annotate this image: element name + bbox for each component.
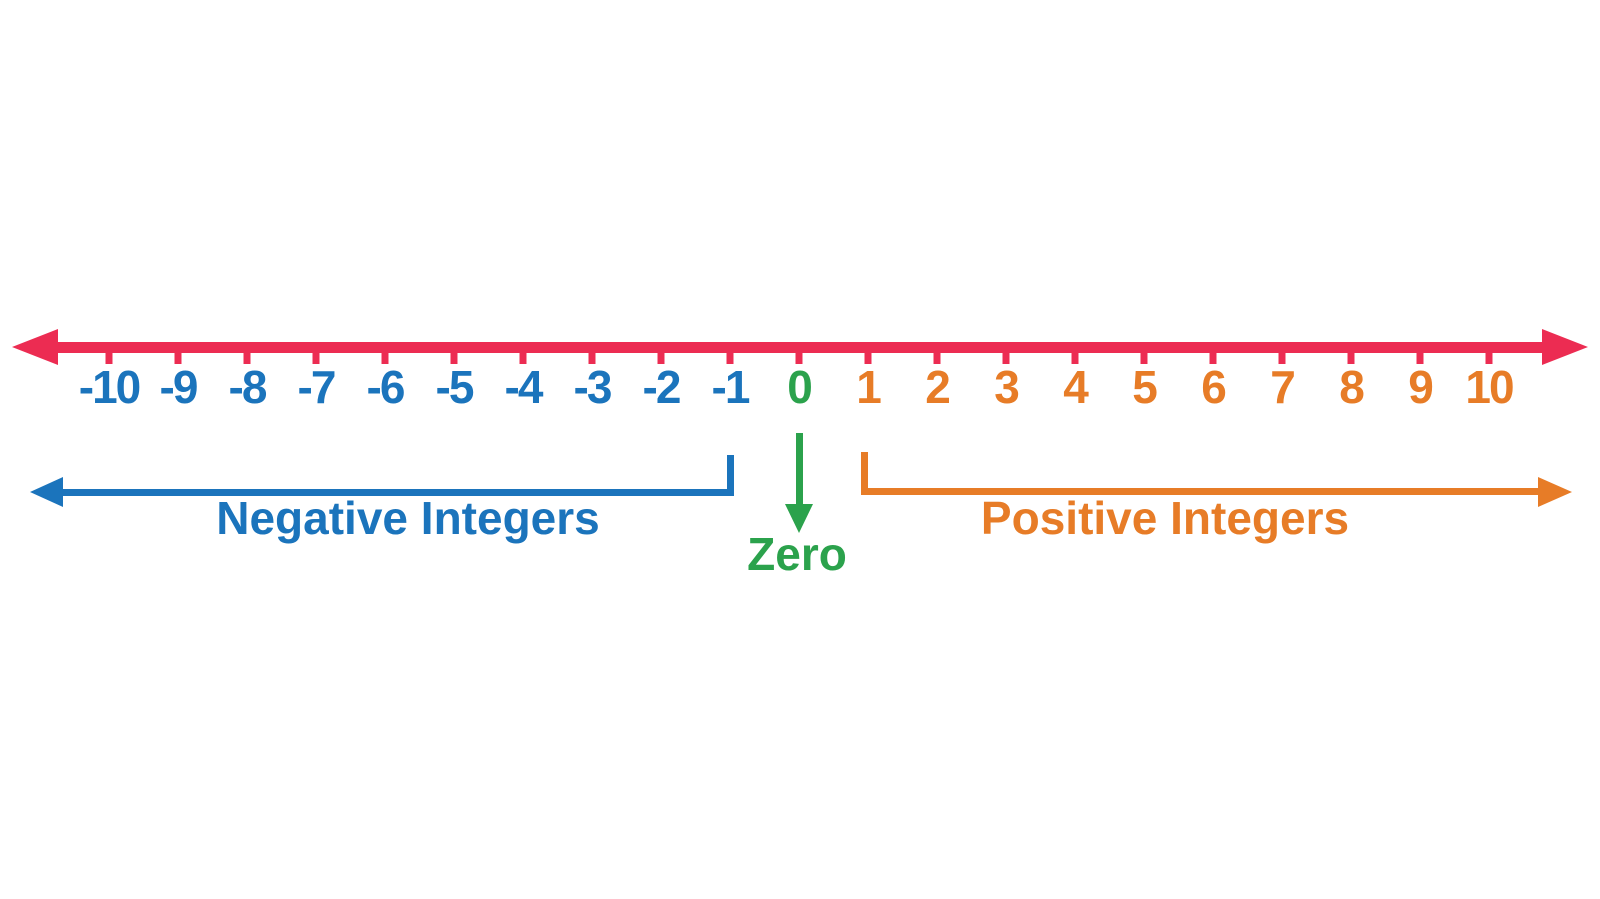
- tick-mark: [105, 342, 113, 364]
- zero-arrowhead-icon: [785, 504, 813, 533]
- number-label: -5: [435, 361, 475, 413]
- number-label: -2: [642, 361, 682, 413]
- number-label: 6: [1201, 361, 1227, 413]
- tick-mark: [1485, 342, 1493, 364]
- number-label: 0: [787, 361, 813, 413]
- positive-range-arrowhead-icon: [1538, 477, 1572, 507]
- tick-mark: [1347, 342, 1355, 364]
- number-label: 9: [1408, 361, 1434, 413]
- zero-arrow-line: [796, 433, 803, 508]
- positive-integers-label: Positive Integers: [980, 492, 1350, 544]
- number-label: 8: [1339, 361, 1365, 413]
- number-label: -1: [711, 361, 751, 413]
- number-line-ticks: [105, 342, 1493, 364]
- axis-left-arrowhead-icon: [12, 329, 58, 365]
- tick-mark: [1002, 342, 1010, 364]
- number-label: 5: [1132, 361, 1158, 413]
- number-label: -3: [573, 361, 613, 413]
- tick-mark: [174, 342, 182, 364]
- number-label: -10: [78, 361, 142, 413]
- tick-mark: [450, 342, 458, 364]
- tick-mark: [312, 342, 320, 364]
- number-label: 10: [1465, 361, 1514, 413]
- number-label: -9: [159, 361, 199, 413]
- tick-mark: [1278, 342, 1286, 364]
- tick-mark: [795, 342, 803, 364]
- negative-range-arrowhead-icon: [30, 477, 63, 507]
- number-label: 3: [994, 361, 1020, 413]
- tick-mark: [657, 342, 665, 364]
- positive-range-riser: [861, 452, 868, 494]
- number-label: -8: [228, 361, 268, 413]
- tick-mark: [588, 342, 596, 364]
- tick-mark: [1140, 342, 1148, 364]
- number-label: -4: [504, 361, 544, 413]
- tick-mark: [933, 342, 941, 364]
- tick-mark: [1209, 342, 1217, 364]
- axis-right-arrowhead-icon: [1542, 329, 1588, 365]
- number-label: 7: [1270, 361, 1296, 413]
- tick-mark: [243, 342, 251, 364]
- number-label: 4: [1063, 361, 1089, 413]
- tick-mark: [726, 342, 734, 364]
- negative-range-riser: [727, 455, 734, 496]
- tick-mark: [1416, 342, 1424, 364]
- zero-label: Zero: [747, 528, 847, 580]
- number-label: 1: [856, 361, 882, 413]
- tick-mark: [381, 342, 389, 364]
- negative-integers-label: Negative Integers: [216, 492, 600, 544]
- tick-mark: [864, 342, 872, 364]
- number-label: -6: [366, 361, 406, 413]
- tick-mark: [1071, 342, 1079, 364]
- number-label: -7: [297, 361, 337, 413]
- negative-range-line: [52, 489, 734, 496]
- tick-mark: [519, 342, 527, 364]
- positive-range-line: [861, 488, 1538, 495]
- number-label: 2: [925, 361, 951, 413]
